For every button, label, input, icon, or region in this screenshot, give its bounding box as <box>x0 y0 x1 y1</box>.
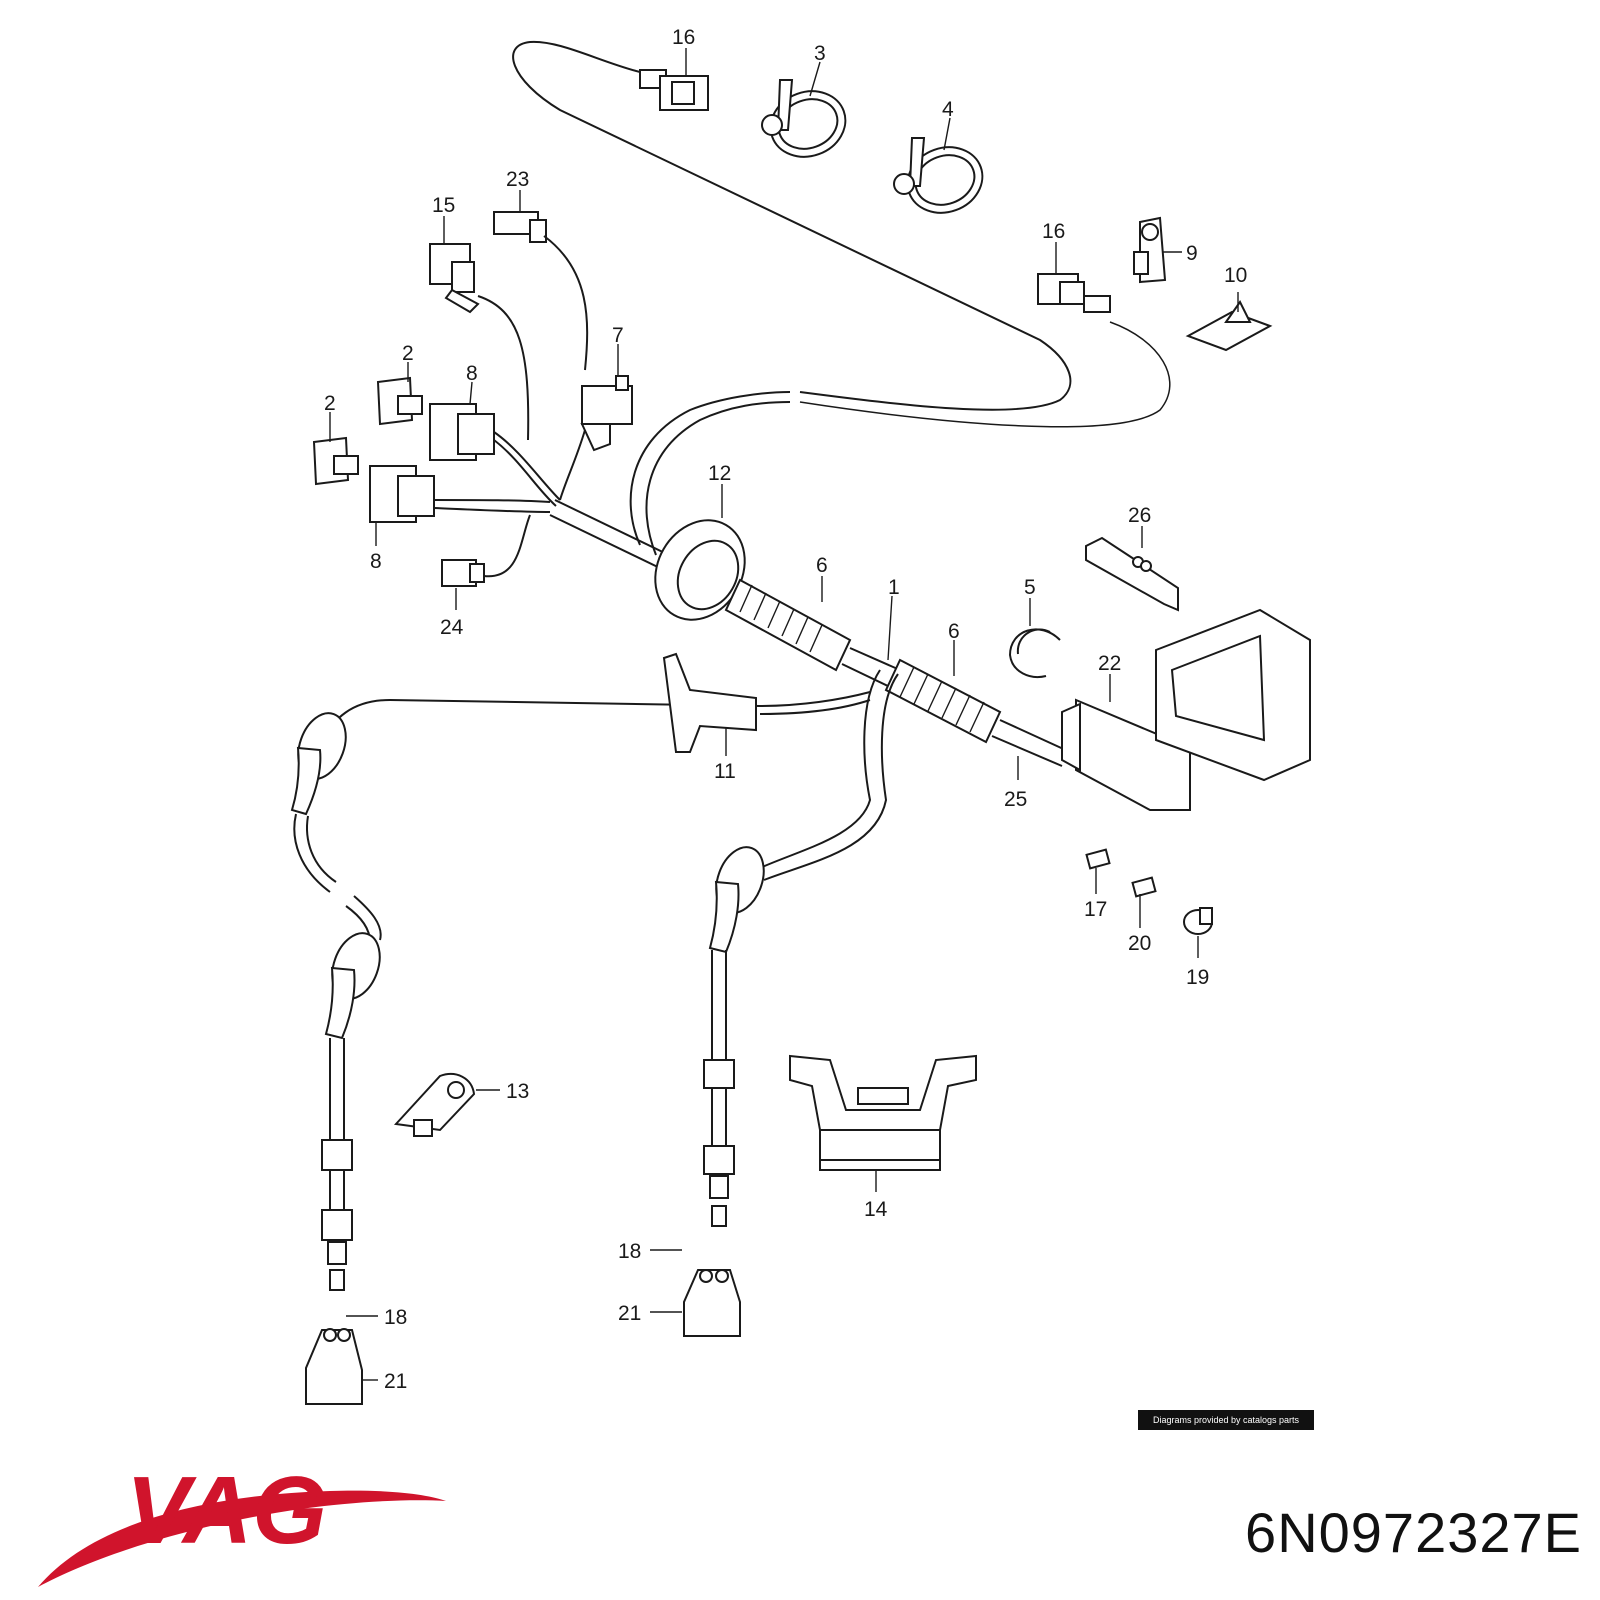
vag-logo: VAG <box>38 1457 446 1587</box>
hose-clamp-3 <box>761 79 847 158</box>
connector-8-upper <box>429 403 495 461</box>
bracket-26 <box>1085 536 1179 612</box>
callout-14: 14 <box>864 1198 888 1221</box>
cable-top-loop <box>512 40 1072 411</box>
cable-branch-11 <box>319 691 871 741</box>
harness-branch-loop <box>629 391 791 546</box>
callout-8-lower: 8 <box>370 550 382 573</box>
part-number: 6N0972327E <box>1245 1501 1582 1564</box>
callout-24: 24 <box>440 616 464 639</box>
diagram-credit: Diagrams provided by catalogs parts <box>1138 1410 1314 1430</box>
hose-clamp-4 <box>893 137 984 214</box>
plug-20 <box>1131 876 1157 898</box>
connector-23 <box>493 211 547 243</box>
callout-2-lower: 2 <box>324 392 336 415</box>
sensor-21-right <box>683 1269 741 1337</box>
logo-wordmark: VAG <box>126 1457 327 1564</box>
connector-2-upper <box>376 376 423 426</box>
callout-6-upper: 6 <box>816 554 828 577</box>
callout-8-upper: 8 <box>466 362 478 385</box>
callout-20: 20 <box>1128 932 1151 955</box>
callout-12: 12 <box>708 462 731 485</box>
logo-swoosh <box>38 1490 446 1587</box>
plug-19 <box>1183 907 1213 935</box>
callout-15: 15 <box>432 194 455 217</box>
callout-11: 11 <box>714 760 736 783</box>
grommet-11 <box>662 652 757 753</box>
sleeve-right-a <box>703 1059 735 1089</box>
connector-16-top <box>639 69 709 111</box>
callout-6-lower: 6 <box>948 620 960 643</box>
callout-10: 10 <box>1224 264 1247 287</box>
callout-25: 25 <box>1004 788 1027 811</box>
callout-16-top: 16 <box>672 26 695 49</box>
bracket-9 <box>1133 216 1167 284</box>
callout-26: 26 <box>1128 504 1151 527</box>
connector-2-lower <box>312 436 359 486</box>
cable-top-loop-inner <box>799 321 1171 428</box>
connector-8-lower <box>369 465 435 523</box>
callout-7: 7 <box>612 324 624 347</box>
callout-23: 23 <box>506 168 529 191</box>
leader-lines <box>329 48 1239 1381</box>
bracket-14 <box>789 1054 977 1171</box>
callout-17: 17 <box>1084 898 1107 921</box>
grommet-left-upper <box>290 712 347 816</box>
grommet-left-lower <box>324 932 381 1040</box>
callout-16-right: 16 <box>1042 220 1065 243</box>
callout-13: 13 <box>506 1080 529 1103</box>
callout-3: 3 <box>814 42 826 65</box>
connector-16-right <box>1037 273 1111 313</box>
control-unit-box <box>1155 608 1311 782</box>
callout-18-left: 18 <box>384 1306 407 1329</box>
plug-17 <box>1085 848 1111 870</box>
callout-4: 4 <box>942 98 954 121</box>
callout-19: 19 <box>1186 966 1209 989</box>
clip-10 <box>1185 300 1273 352</box>
grommet-12 <box>654 519 746 621</box>
callout-21-right: 21 <box>618 1302 641 1325</box>
callout-21-left: 21 <box>384 1370 407 1393</box>
callout-18-right: 18 <box>618 1240 641 1263</box>
corrugated-sleeve-6-lower <box>884 658 1002 744</box>
callout-2-upper: 2 <box>402 342 414 365</box>
grommet-right-upper <box>708 846 765 954</box>
sleeve-left-a <box>321 1139 353 1171</box>
sleeve-right-b <box>703 1145 735 1175</box>
callout-22: 22 <box>1098 652 1121 675</box>
connector-24 <box>441 559 485 587</box>
corrugated-sleeve-6-upper <box>724 578 852 672</box>
clip-13 <box>393 1073 476 1137</box>
sleeve-left-b <box>321 1209 353 1241</box>
callout-labels: 16 3 4 23 15 16 9 10 7 2 8 2 12 26 8 6 1… <box>324 26 1247 1393</box>
callout-5: 5 <box>1024 576 1036 599</box>
connector-15 <box>429 243 480 314</box>
callout-9: 9 <box>1186 242 1198 265</box>
connector-7 <box>580 375 633 452</box>
cable-branch-spiral <box>759 669 881 869</box>
sensor-21-left <box>305 1328 363 1405</box>
callout-1: 1 <box>888 576 900 599</box>
